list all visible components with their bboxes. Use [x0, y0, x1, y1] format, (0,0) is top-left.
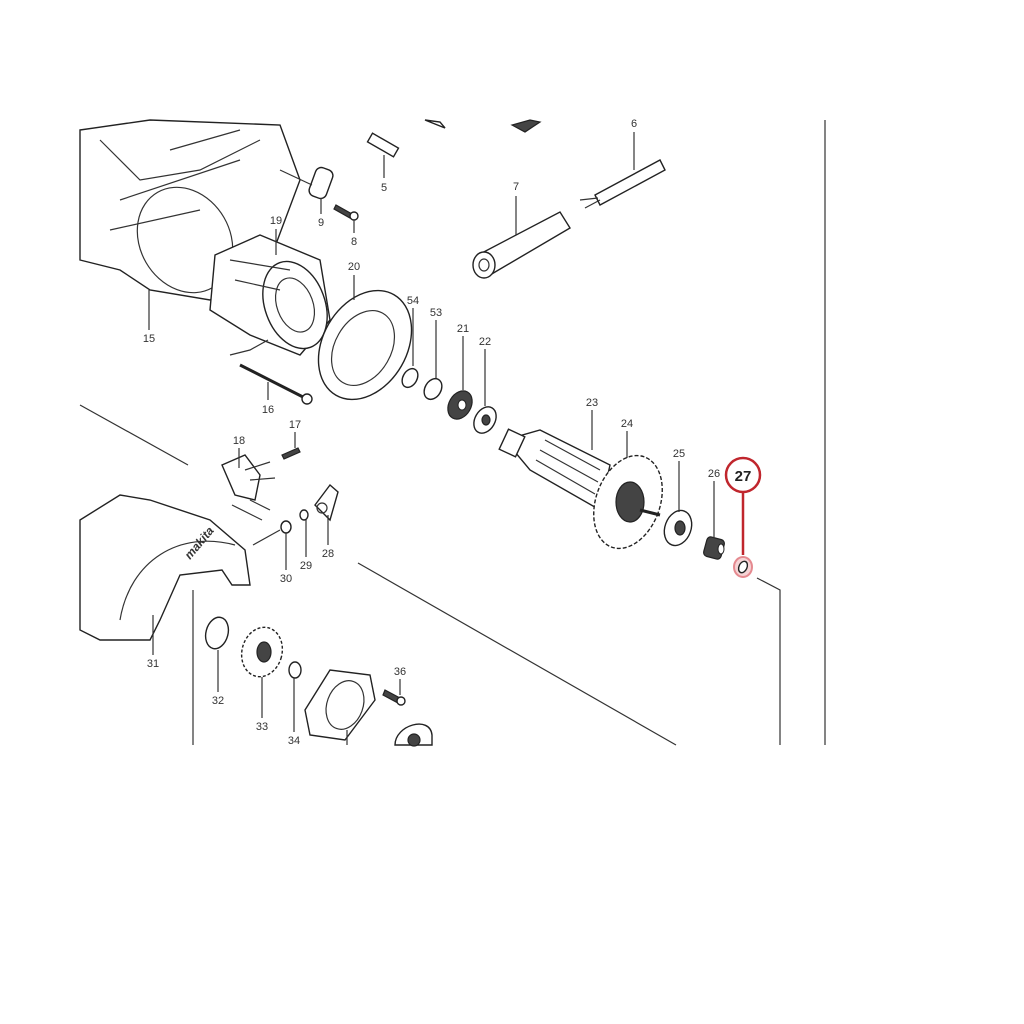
part-34-retaining-ring	[288, 661, 302, 679]
part-label-32: 32	[212, 695, 224, 707]
part-label-5: 5	[381, 182, 387, 194]
guide-line	[79, 404, 189, 466]
part-label-29: 29	[300, 560, 312, 572]
part-32-o-ring	[204, 616, 230, 650]
part-54-o-ring	[401, 367, 419, 389]
part-24-fan	[593, 454, 663, 550]
part-26-insulator	[703, 536, 725, 560]
part-33-bearing	[240, 626, 284, 678]
part-label-8: 8	[351, 236, 357, 248]
part-25-bearing	[663, 509, 693, 547]
part-label-23: 23	[586, 397, 598, 409]
part-53-washer	[423, 377, 443, 401]
part-19-field	[209, 234, 331, 356]
part-label-30: 30	[280, 573, 292, 585]
part-20-baffle-plate	[317, 289, 413, 401]
part-31-blade-guard: makita	[79, 494, 251, 641]
part-30-washer	[280, 520, 292, 534]
part-label-33: 33	[256, 721, 268, 733]
part-label-20: 20	[348, 261, 360, 273]
part-17-screw	[281, 447, 301, 460]
guide-line	[756, 577, 781, 745]
part-label-17: 17	[289, 419, 301, 431]
blank-area	[0, 748, 1024, 1024]
part-label-24: 24	[621, 418, 633, 430]
part-label-54: 54	[407, 295, 419, 307]
part-label-28: 28	[322, 548, 334, 560]
part-label-21: 21	[457, 323, 469, 335]
part-7-cord-guard	[472, 211, 571, 279]
part-label-19: 19	[270, 215, 282, 227]
part-28-wing-nut	[314, 483, 339, 522]
part-label-22: 22	[479, 336, 491, 348]
part-29-washer	[299, 509, 309, 521]
part-16-screw	[229, 339, 313, 405]
part-label-31: 31	[147, 658, 159, 670]
part-label-34: 34	[288, 735, 300, 747]
part-label-27-highlighted[interactable]: 27	[735, 468, 752, 485]
part-label-7: 7	[513, 181, 519, 193]
part-bearing-lower	[394, 723, 433, 747]
part-27-highlighted[interactable]	[724, 456, 762, 578]
leader-assembly	[252, 529, 281, 546]
part-6-cord	[579, 159, 666, 209]
part-label-9: 9	[318, 217, 324, 229]
part-21-bearing	[447, 390, 473, 420]
part-22-insulation-washer	[473, 406, 497, 434]
part-36-screw	[382, 689, 406, 706]
part-label-36: 36	[394, 666, 406, 678]
part-top-fragment	[510, 119, 542, 133]
part-bearing-box	[304, 669, 376, 741]
part-label-25: 25	[673, 448, 685, 460]
part-label-18: 18	[233, 435, 245, 447]
part-9-clamp	[279, 166, 334, 200]
part-top-fragment	[424, 119, 446, 129]
part-5-brush-holder	[366, 132, 400, 158]
part-label-16: 16	[262, 404, 274, 416]
part-23-armature	[498, 428, 611, 512]
guide-line	[357, 562, 677, 746]
part-18-brush-holder	[221, 454, 276, 521]
part-label-26: 26	[708, 468, 720, 480]
part-8-screw	[333, 204, 359, 221]
part-label-15: 15	[143, 333, 155, 345]
part-27-ring	[737, 560, 749, 574]
part-label-53: 53	[430, 307, 442, 319]
part-label-6: 6	[631, 118, 637, 130]
